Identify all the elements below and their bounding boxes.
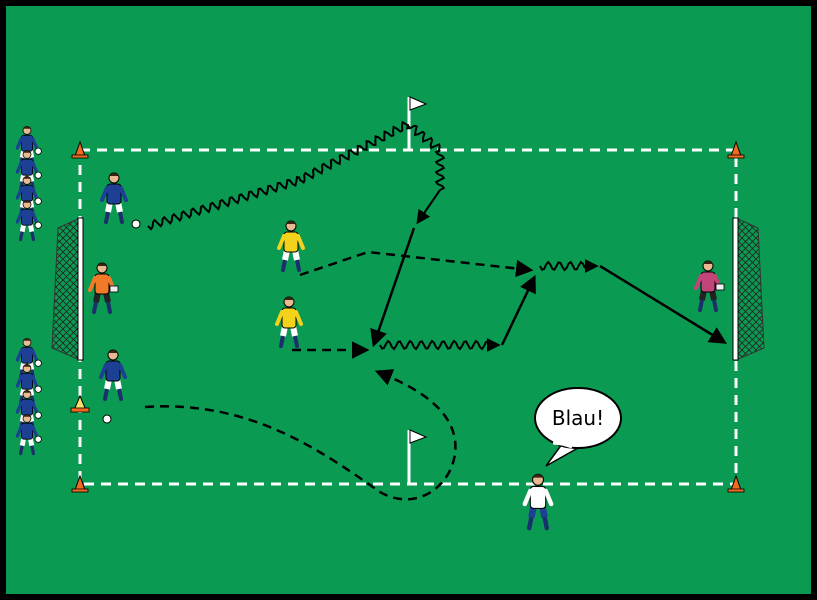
ball-icon <box>34 221 42 229</box>
run-line-defender <box>144 369 457 501</box>
flag-icon-top <box>407 96 428 150</box>
ball-icon <box>102 414 112 424</box>
cone-icon-yellow <box>70 394 90 413</box>
dribble-line-right <box>539 260 586 272</box>
dribble-line-top-turn <box>405 123 446 191</box>
cone-icon-bottom-right <box>727 474 745 493</box>
speech-bubble-icon: Blau! <box>534 387 622 467</box>
pass-line-to-goal <box>599 264 727 344</box>
player-icon-coach <box>522 473 554 531</box>
player-icon-queue-bottom <box>15 337 42 380</box>
ball-icon <box>34 385 42 393</box>
dribble-line-middle <box>379 339 489 351</box>
players-layer <box>15 125 725 531</box>
cone-icon-top-left <box>71 140 89 159</box>
pass-line-up <box>500 274 536 346</box>
dribble-arrowhead <box>416 189 441 225</box>
player-icon-queue-top <box>15 199 42 242</box>
dribble-lines <box>147 120 599 352</box>
ball-icon <box>34 171 42 179</box>
dribble-line-top <box>147 120 411 231</box>
player-icon-keeper-right <box>694 260 725 312</box>
cone-icon-bottom-left <box>71 474 89 493</box>
pass-line-down <box>370 227 416 348</box>
coach-call-text: Blau! <box>552 406 604 430</box>
ball-icon <box>34 359 42 367</box>
ball-icon <box>34 147 42 155</box>
player-icon-keeper-left <box>88 262 119 314</box>
ball-icon <box>34 435 42 443</box>
player-icon-blue-attacker-bottom <box>99 349 127 424</box>
player-icon-yellow-top <box>277 220 305 272</box>
run-line-yellow-top <box>299 250 534 278</box>
player-icon-yellow-bottom <box>275 296 303 348</box>
player-icon-queue-bottom <box>15 413 42 456</box>
ball-icon <box>34 411 42 419</box>
player-icon-blue-attacker-top <box>100 172 141 229</box>
left-goal-icon <box>51 217 84 361</box>
ball-icon <box>131 219 141 229</box>
flag-icon-bottom <box>407 429 428 484</box>
ball-icon <box>34 197 42 205</box>
right-goal-icon <box>732 217 765 361</box>
cone-icon-top-right <box>727 140 745 159</box>
